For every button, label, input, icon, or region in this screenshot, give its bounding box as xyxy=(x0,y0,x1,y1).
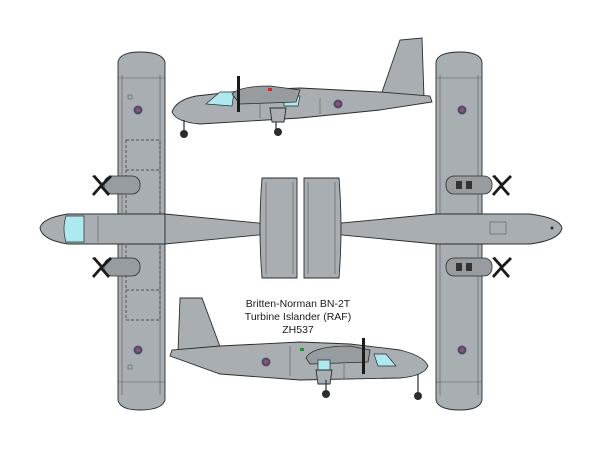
tail-fin-top xyxy=(379,37,425,99)
caption-line-3: ZH537 xyxy=(282,324,314,336)
tailplane-right xyxy=(303,177,342,279)
propeller-upper-icon xyxy=(92,175,112,196)
tail-fin-bottom xyxy=(177,297,223,353)
propeller-lower-icon xyxy=(492,257,512,278)
left-view-fuselage xyxy=(39,213,166,245)
tailplane-left xyxy=(259,177,298,279)
propeller-lower-icon xyxy=(92,257,112,278)
aircraft-caption: Britten-Norman BN-2T Turbine Islander (R… xyxy=(218,298,378,337)
propeller-upper-icon xyxy=(492,175,512,196)
bottom-view-right xyxy=(309,51,563,411)
side-view-bottom xyxy=(169,297,429,400)
top-view-left xyxy=(39,51,291,411)
caption-line-2: Turbine Islander (RAF) xyxy=(244,311,352,323)
caption-line-1: Britten-Norman BN-2T xyxy=(245,298,351,310)
cockpit-glazing-left xyxy=(63,215,85,243)
propeller-side-icon xyxy=(362,338,365,374)
fuselage-top xyxy=(171,87,433,125)
tailplane-views xyxy=(259,177,342,279)
side-view-top xyxy=(171,37,433,138)
propeller-side-icon xyxy=(237,76,240,112)
